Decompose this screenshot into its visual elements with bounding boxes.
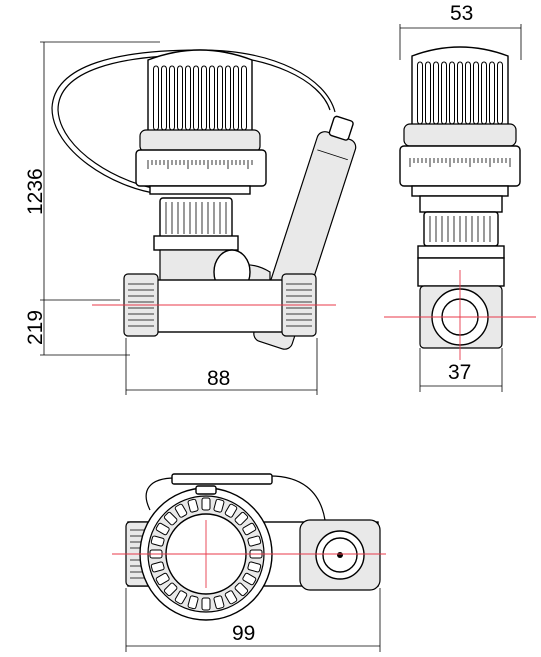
dim-total-height: 1236	[24, 168, 47, 215]
dim-side-width: 37	[448, 361, 471, 384]
dim-lower-height: 219	[24, 310, 47, 345]
thermostatic-head-front	[135, 49, 267, 195]
front-view: 1236 219 88	[24, 41, 357, 395]
pipe-section-front	[149, 279, 291, 333]
dim-plan-width: 99	[232, 622, 255, 645]
plan-view: 99	[112, 473, 386, 652]
dim-front-width: 88	[207, 367, 230, 390]
union-nut-front	[153, 197, 239, 251]
capillary-tube-front	[57, 54, 331, 191]
dim-top-width: 53	[450, 2, 473, 25]
side-view: 53 37	[384, 2, 536, 392]
